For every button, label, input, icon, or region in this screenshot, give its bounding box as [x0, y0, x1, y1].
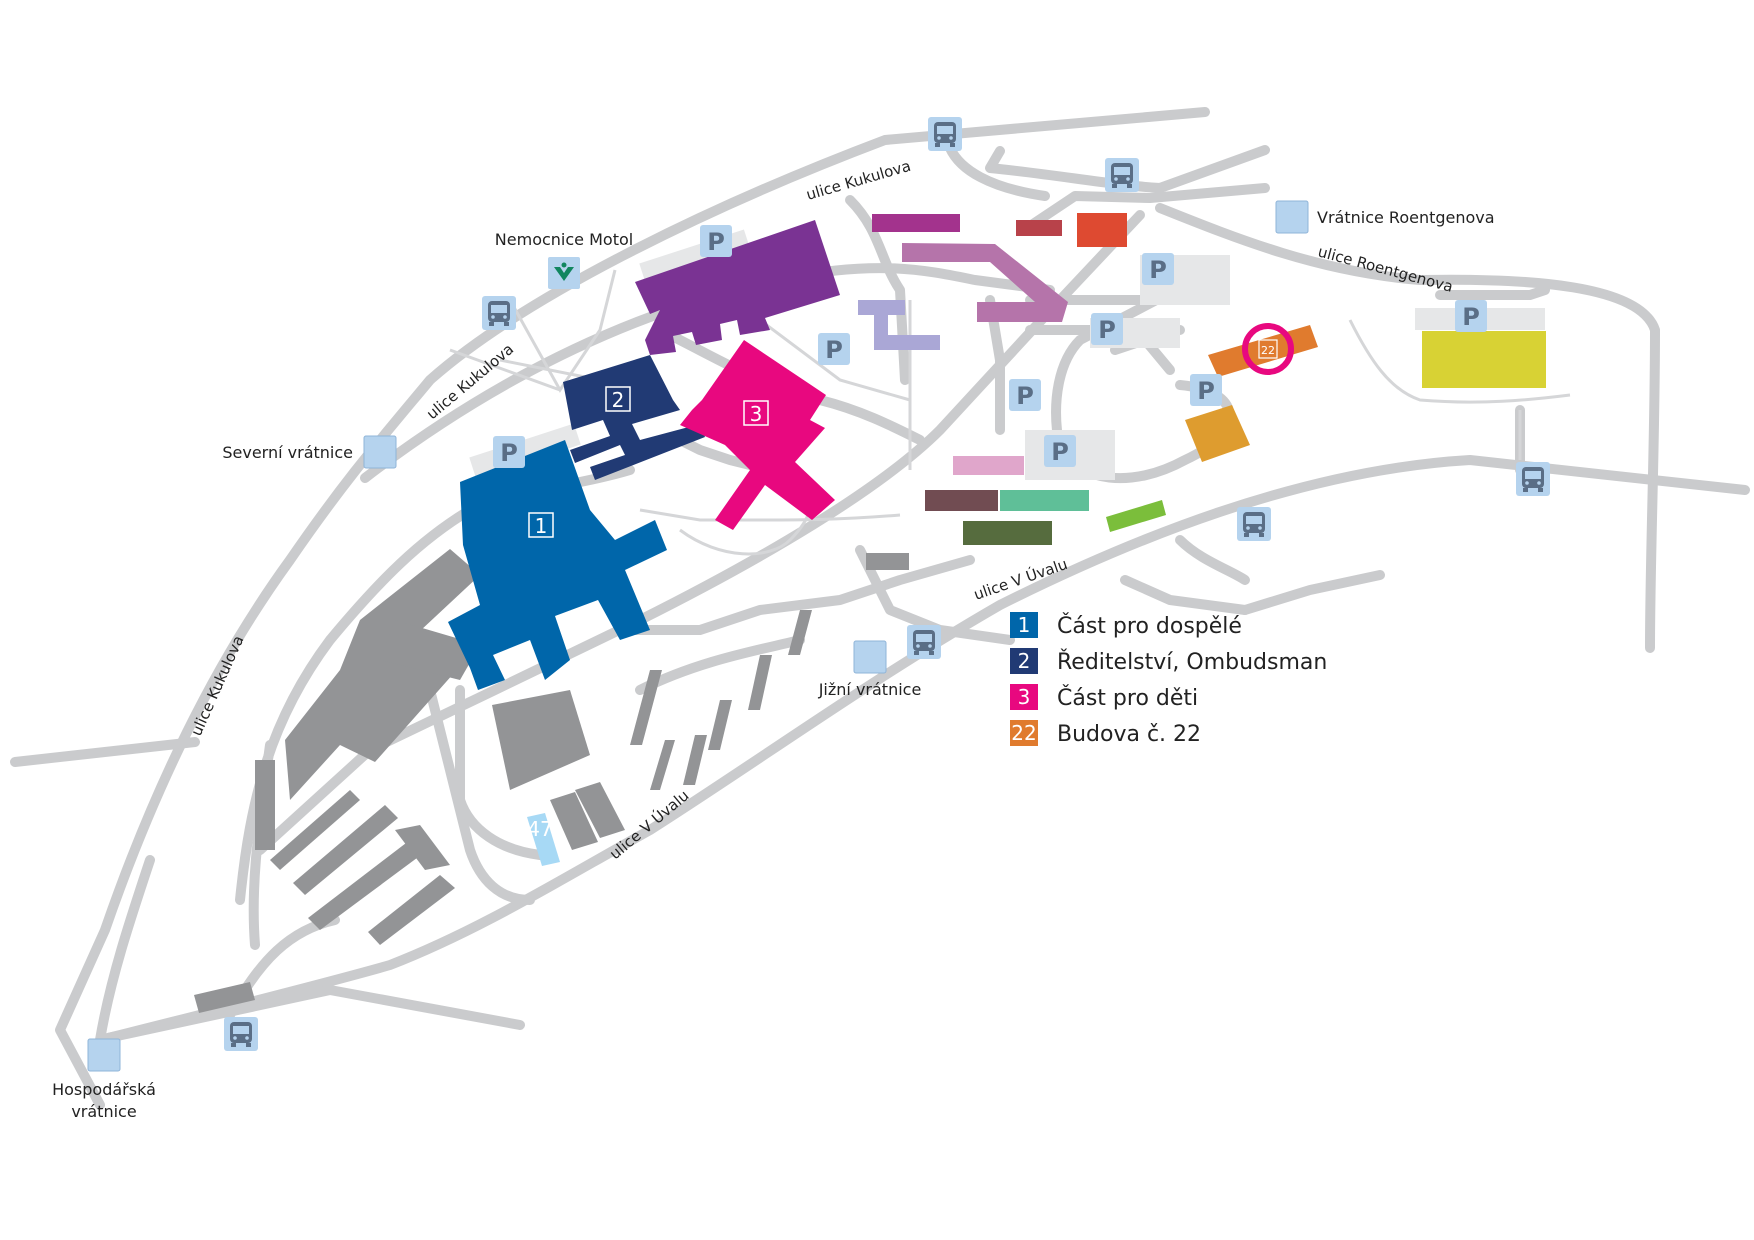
landmark-motol[interactable]: Nemocnice Motol: [495, 230, 633, 289]
building-lavender: [858, 300, 940, 350]
street-label-kukulova-west: ulice Kukulova: [187, 633, 247, 739]
gate-hospodarska[interactable]: Hospodářská vrátnice: [52, 1038, 156, 1121]
legend-text: Ředitelství, Ombudsman: [1057, 649, 1327, 675]
legend-text: Část pro dospělé: [1057, 613, 1242, 639]
bus-icon[interactable]: [1237, 507, 1271, 541]
gate-roentgenova[interactable]: Vrátnice Roentgenova: [1275, 200, 1495, 234]
svg-text:P: P: [1051, 438, 1069, 466]
legend-swatch: [1010, 720, 1038, 746]
building-1-adults[interactable]: 1: [448, 440, 667, 690]
legend-item: 1 Část pro dospělé: [1010, 612, 1242, 639]
building-teal: [1000, 490, 1089, 511]
hospital-logo-icon: [548, 257, 580, 289]
svg-text:P: P: [1098, 316, 1116, 344]
legend-swatch: [1010, 684, 1038, 710]
legend-item: 2 Ředitelství, Ombudsman: [1010, 648, 1327, 675]
parking-icon[interactable]: P: [1190, 374, 1222, 406]
parking-icon[interactable]: P: [1009, 379, 1041, 411]
bus-icon[interactable]: [907, 625, 941, 659]
parking-icon[interactable]: P: [1142, 253, 1174, 285]
svg-text:2: 2: [612, 388, 625, 412]
building-brown: [925, 490, 998, 511]
legend-swatch: [1010, 648, 1038, 674]
building-red-small: [1016, 220, 1062, 236]
bus-icon[interactable]: [1516, 462, 1550, 496]
building-47[interactable]: 47: [527, 813, 560, 866]
legend-text: Část pro děti: [1057, 685, 1198, 711]
legend-text: Budova č. 22: [1057, 722, 1201, 747]
building-magenta-strip: [872, 214, 960, 232]
bus-icon[interactable]: [482, 296, 516, 330]
svg-text:P: P: [1197, 377, 1215, 405]
legend-swatch: [1010, 612, 1038, 638]
legend-number: 2: [1018, 649, 1031, 673]
building-darkgreen: [963, 521, 1052, 545]
bus-icon[interactable]: [224, 1017, 258, 1051]
building-pink: [953, 456, 1024, 475]
building-22-highlight-ring: [1242, 323, 1294, 375]
svg-text:22: 22: [1261, 344, 1275, 357]
bus-icon[interactable]: [1105, 158, 1139, 192]
legend-number: 22: [1011, 721, 1036, 745]
svg-text:P: P: [1016, 382, 1034, 410]
legend-number: 3: [1018, 685, 1031, 709]
svg-text:P: P: [707, 228, 725, 256]
svg-text:47: 47: [527, 817, 552, 841]
svg-text:Severní vrátnice: Severní vrátnice: [222, 443, 353, 462]
parking-icon[interactable]: P: [1455, 300, 1487, 332]
legend-item: 3 Část pro děti: [1010, 684, 1198, 711]
legend: 1 Část pro dospělé 2 Ředitelství, Ombudsman…: [1010, 612, 1327, 747]
parking-icon[interactable]: P: [700, 225, 732, 257]
road-network: [10, 107, 1750, 1110]
gate-severni[interactable]: Severní vrátnice: [222, 435, 397, 469]
parking-icon[interactable]: P: [818, 333, 850, 365]
parking-icon[interactable]: P: [493, 436, 525, 468]
svg-text:P: P: [500, 439, 518, 467]
colored-buildings: [635, 213, 1546, 545]
building-purple: [635, 220, 840, 355]
gate-jizni[interactable]: Jižní vrátnice: [818, 640, 922, 699]
svg-text:vrátnice: vrátnice: [71, 1102, 136, 1121]
bus-icon[interactable]: [928, 117, 962, 151]
svg-text:P: P: [1462, 303, 1480, 331]
svg-text:P: P: [825, 336, 843, 364]
gray-buildings: [194, 549, 909, 1013]
building-lightgreen: [1106, 500, 1166, 532]
parking-icon[interactable]: P: [1044, 435, 1076, 467]
svg-text:3: 3: [750, 402, 763, 426]
parking-icon[interactable]: P: [1091, 313, 1123, 345]
legend-item: 22 Budova č. 22: [1010, 720, 1201, 747]
building-3-children[interactable]: 3: [680, 340, 835, 530]
svg-text:Hospodářská: Hospodářská: [52, 1080, 156, 1099]
svg-text:1: 1: [535, 514, 548, 538]
building-amber: [1185, 405, 1250, 462]
building-mauve: [902, 243, 1068, 322]
legend-number: 1: [1018, 613, 1031, 637]
building-2-directorate[interactable]: 2: [563, 355, 705, 480]
svg-text:Nemocnice Motol: Nemocnice Motol: [495, 230, 633, 249]
building-red-orange: [1077, 213, 1127, 247]
svg-text:P: P: [1149, 256, 1167, 284]
building-yellow: [1422, 331, 1546, 388]
svg-text:Jižní vrátnice: Jižní vrátnice: [818, 680, 922, 699]
svg-text:Vrátnice Roentgenova: Vrátnice Roentgenova: [1317, 208, 1495, 227]
